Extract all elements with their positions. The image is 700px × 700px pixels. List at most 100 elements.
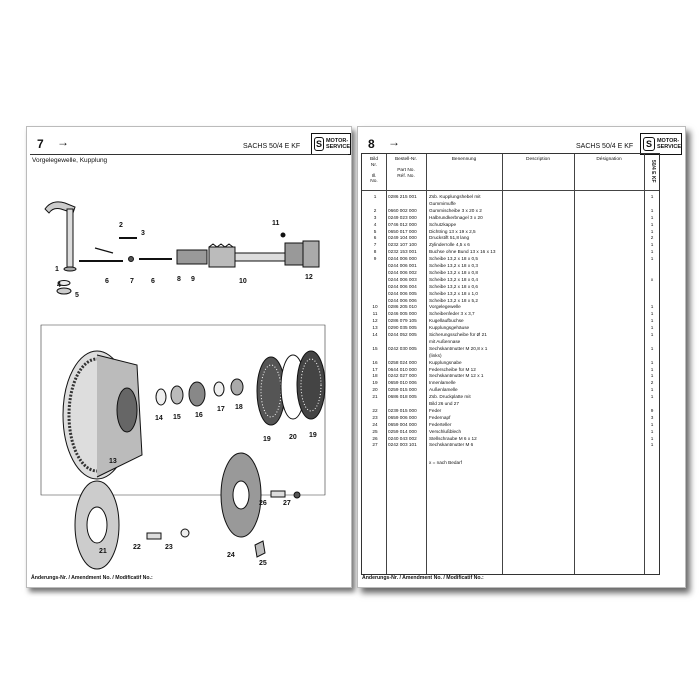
- svg-text:21: 21: [99, 548, 107, 555]
- cell-no: 7: [373, 242, 377, 248]
- cell-name: Federnapf: [429, 414, 451, 420]
- clutch-plates: [256, 350, 326, 426]
- cell-name: Halbrundkerbnagel 3 x 20: [429, 214, 483, 220]
- cell-qty: 1: [650, 242, 654, 248]
- cell-qty: 3: [650, 414, 654, 420]
- logo-s-icon: S: [643, 137, 655, 151]
- col-header-designation: Désignation: [596, 157, 622, 162]
- svg-text:22: 22: [133, 544, 141, 551]
- cell-name: Kupplungsnabe: [429, 359, 462, 365]
- cell-part: 0659 006 000: [388, 414, 417, 420]
- cell-name: Scheibenfeder 3 x 3,7: [429, 311, 475, 317]
- cell-name: (links): [429, 352, 442, 358]
- exploded-diagram: 1 2 3 4 5 6 7 6 8 9 10 11 12 13 14 15 16…: [40, 201, 326, 570]
- cell-name: Stellschraube M 6 x 12: [429, 435, 477, 441]
- sachs-logo: S MOTOR-SERVICE: [311, 133, 351, 155]
- cell-name: Außenlamelle: [429, 387, 458, 393]
- cell-qty: 1: [650, 256, 654, 262]
- cell-name: Gummimuffe: [429, 200, 456, 206]
- cell-name: Scheibe 13,2 x 18 x 1,0: [429, 290, 478, 296]
- cell-qty: 1: [650, 221, 654, 227]
- col-header-part: Bestell-Nr. Part No.Réf. No.: [394, 157, 418, 179]
- left-page: 7 → SACHS 50/4 E KF S MOTOR-SERVICE Vorg…: [26, 126, 352, 588]
- cell-part: 0259 014 000: [388, 428, 417, 434]
- cell-qty: 1: [650, 194, 654, 199]
- cell-name: Zylinderrolle 4,5 x 6: [429, 242, 470, 248]
- cell-name: Federscheibe für M 12: [429, 366, 476, 372]
- cell-name: Scheibe 13,2 x 18 x 0,6: [429, 283, 478, 289]
- cell-name: Dichtring 13 x 19 x 2,5: [429, 228, 476, 234]
- cell-name: Zsb. Druckplatte mit: [429, 394, 471, 400]
- cell-name: Sechskantmutter M 6: [429, 442, 474, 448]
- cell-qty: 1: [650, 435, 654, 441]
- svg-text:6: 6: [151, 278, 155, 285]
- cell-part: 0259 015 000: [388, 387, 417, 393]
- svg-text:27: 27: [283, 500, 291, 507]
- cell-no: 15: [372, 345, 378, 351]
- cell-no: 12: [372, 318, 378, 324]
- svg-text:2: 2: [119, 222, 123, 229]
- cell-qty: 1: [650, 318, 654, 324]
- cell-part: 0232 107 100: [388, 242, 417, 248]
- cell-part: 0244 006 004: [388, 283, 417, 289]
- right-page: 8 → SACHS 50/4 E KF S MOTOR-SERVICE Bild…: [357, 126, 686, 588]
- arrow-right-icon: →: [388, 135, 400, 149]
- cell-part: 0244 006 000: [388, 256, 417, 262]
- cell-qty: 1: [650, 387, 654, 393]
- cell-no: 22: [372, 407, 378, 413]
- cell-name: Feder: [429, 407, 442, 413]
- cell-part: 0286 079 105: [388, 318, 417, 324]
- svg-text:4: 4: [57, 282, 61, 289]
- clutch-housing: [62, 350, 143, 480]
- logo-s-icon: S: [314, 137, 324, 151]
- model-label: SACHS 50/4 E KF: [576, 143, 634, 150]
- cell-name: Gummischeibe 3 x 20 x 2: [429, 207, 482, 213]
- cell-qty: 1: [650, 207, 654, 213]
- cell-part: 0244 052 005: [388, 332, 417, 337]
- cell-part: 0240 043 002: [388, 435, 417, 441]
- cell-part: 0746 012 000: [388, 221, 417, 227]
- cell-no: 3: [373, 214, 377, 220]
- cell-part: 0242 027 000: [388, 373, 417, 379]
- clutch-lever: [44, 201, 77, 295]
- cell-no: 21: [372, 394, 378, 400]
- cell-qty: 1: [650, 249, 654, 255]
- cell-part: 0290 035 005: [388, 325, 417, 331]
- cell-qty: 1: [650, 332, 654, 337]
- amendment-footer: Änderungs-Nr. / Amendment No. / Modifica…: [362, 575, 484, 581]
- cell-no: 14: [372, 332, 378, 337]
- cell-part: 0249 104 000: [388, 235, 417, 241]
- cell-part: 0660 002 000: [388, 207, 417, 213]
- cell-part: 0246 005 000: [388, 311, 417, 317]
- countershaft: [176, 232, 320, 268]
- cell-part: 0244 006 001: [388, 263, 417, 268]
- svg-text:15: 15: [173, 414, 181, 421]
- model-vertical-label: 50/4 E KF: [650, 160, 656, 183]
- svg-text:12: 12: [305, 274, 313, 281]
- svg-text:25: 25: [259, 560, 267, 567]
- cell-name: Bild 26 und 27: [429, 401, 459, 406]
- cell-part: 0650 017 000: [388, 228, 417, 234]
- cell-qty: 2: [650, 235, 654, 241]
- cell-qty: 1: [650, 311, 654, 317]
- cell-qty: 2: [650, 380, 654, 386]
- cell-no: 17: [372, 366, 378, 372]
- cell-part: 0659 010 006: [388, 380, 417, 386]
- amendment-footer: Änderungs-Nr. / Amendment No. / Modifica…: [31, 575, 153, 581]
- cell-name: Schutzkappe: [429, 221, 457, 227]
- cell-name: mit Außennase: [429, 338, 461, 344]
- cell-no: 27: [372, 442, 378, 448]
- cell-part: 0232 153 001: [388, 249, 417, 255]
- cell-qty: 1: [650, 228, 654, 234]
- pins-and-rods: [79, 237, 172, 262]
- cell-name: Sicherungsscheibe für Ø 21: [429, 332, 487, 337]
- col-header-description: Description: [526, 157, 550, 162]
- cell-part: 0244 006 005: [388, 290, 417, 296]
- cell-qty: 1: [650, 345, 654, 351]
- cell-qty: 1: [650, 394, 654, 400]
- cell-name: Buchse ohne Bund 13 x 16 x 13: [429, 249, 496, 255]
- cell-name: Sechskantmutter M 20,8 x 1: [429, 345, 488, 351]
- cell-no: 26: [372, 435, 378, 441]
- cell-part: 0242 030 005: [388, 345, 417, 351]
- cell-no: 18: [372, 373, 378, 379]
